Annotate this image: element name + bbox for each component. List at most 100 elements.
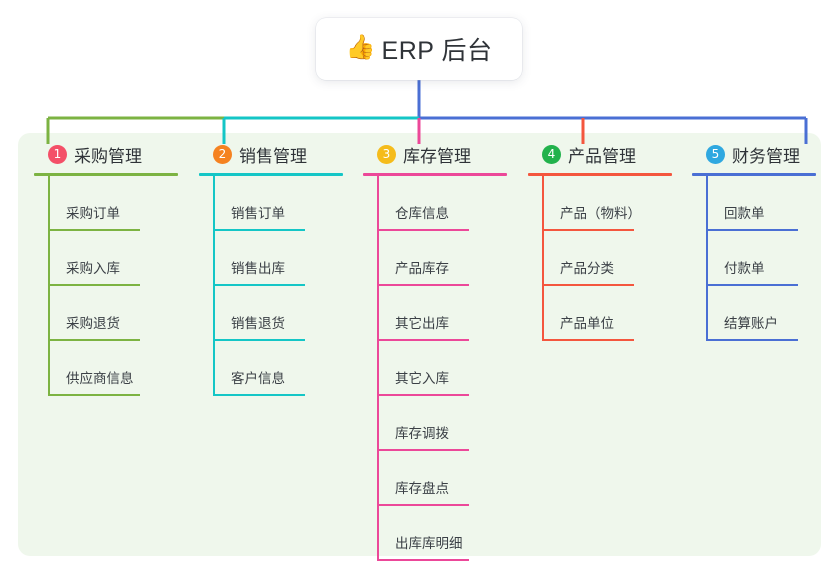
branch-item[interactable]: 产品库存 (363, 231, 513, 286)
branch-item[interactable]: 产品单位 (528, 286, 678, 341)
branch-item-list: 产品（物料） 产品分类产品单位 (528, 176, 678, 341)
branch-index-badge: 4 (542, 144, 561, 164)
branch-item-underline (48, 284, 140, 286)
branch-item[interactable]: 结算账户 (692, 286, 822, 341)
branch-item-underline (542, 284, 634, 286)
branch-item-label: 结算账户 (724, 316, 778, 331)
branch-underline (199, 173, 343, 176)
branch-column: 2 销售管理销售订单销售出库销售退货客户信息 (199, 141, 349, 396)
branch-item-label: 产品库存 (395, 261, 449, 276)
branch-item-label: 库存调拨 (395, 426, 449, 441)
branch-column: 4 产品管理产品（物料） 产品分类产品单位 (528, 141, 678, 341)
branch-item[interactable]: 采购入库 (34, 231, 184, 286)
branch-item[interactable]: 销售退货 (199, 286, 349, 341)
branch-item-list: 回款单付款单结算账户 (692, 176, 822, 341)
branches-panel (18, 133, 821, 556)
branch-title: 产品管理 (568, 146, 636, 166)
branch-item-label: 采购退货 (66, 316, 120, 331)
branch-item[interactable]: 库存盘点 (363, 451, 513, 506)
branch-index-badge: 3 (377, 144, 396, 164)
branch-item-label: 其它入库 (395, 371, 449, 386)
branch-item-label: 产品分类 (560, 261, 614, 276)
branch-title: 销售管理 (239, 146, 307, 166)
branch-underline (692, 173, 816, 176)
branch-title: 财务管理 (732, 146, 800, 166)
branch-item-underline (377, 559, 469, 561)
branch-item[interactable]: 客户信息 (199, 341, 349, 396)
branch-item-underline (706, 284, 798, 286)
branch-item[interactable]: 供应商信息 (34, 341, 184, 396)
branch-item[interactable]: 产品分类 (528, 231, 678, 286)
branch-item-label: 采购入库 (66, 261, 120, 276)
branch-item-underline (706, 339, 798, 341)
branch-item-underline (542, 229, 634, 231)
branch-item[interactable]: 其它出库 (363, 286, 513, 341)
branch-item-underline (48, 229, 140, 231)
branch-item[interactable]: 产品（物料） (528, 176, 678, 231)
branch-item-underline (213, 394, 305, 396)
branch-spine (542, 176, 544, 341)
branch-item-underline (213, 339, 305, 341)
branch-item-label: 产品单位 (560, 316, 614, 331)
branch-item-underline (377, 504, 469, 506)
branch-item[interactable]: 其它入库 (363, 341, 513, 396)
branch-item-underline (213, 284, 305, 286)
branch-item-label: 仓库信息 (395, 206, 449, 221)
branch-underline (34, 173, 178, 176)
branch-item-underline (377, 339, 469, 341)
branch-index-badge: 1 (48, 144, 67, 164)
branch-item-list: 仓库信息产品库存其它出库其它入库库存调拨库存盘点出库库明细 (363, 176, 513, 561)
branch-item-label: 库存盘点 (395, 481, 449, 496)
branch-item-label: 其它出库 (395, 316, 449, 331)
branch-spine (706, 176, 708, 341)
branch-underline (363, 173, 507, 176)
branch-item[interactable]: 采购订单 (34, 176, 184, 231)
branch-item-label: 采购订单 (66, 206, 120, 221)
branch-item[interactable]: 销售出库 (199, 231, 349, 286)
branch-item-label: 供应商信息 (66, 371, 134, 386)
branch-title: 采购管理 (74, 146, 142, 166)
branch-column: 5 财务管理回款单付款单结算账户 (692, 141, 822, 341)
branch-header[interactable]: 5 财务管理 (692, 141, 822, 167)
branch-item-label: 出库库明细 (395, 536, 463, 551)
branch-item[interactable]: 出库库明细 (363, 506, 513, 561)
branch-index-badge: 2 (213, 144, 232, 164)
branch-item-underline (213, 229, 305, 231)
branch-item-label: 付款单 (724, 261, 765, 276)
root-node[interactable]: 👍 ERP 后台 (316, 18, 522, 80)
branch-item-label: 销售退货 (231, 316, 285, 331)
branch-item[interactable]: 付款单 (692, 231, 822, 286)
branch-item[interactable]: 采购退货 (34, 286, 184, 341)
branch-item-underline (48, 339, 140, 341)
branch-header[interactable]: 1 采购管理 (34, 141, 184, 167)
branch-index-badge: 5 (706, 144, 725, 164)
branch-item[interactable]: 仓库信息 (363, 176, 513, 231)
branch-underline (528, 173, 672, 176)
branch-item[interactable]: 回款单 (692, 176, 822, 231)
branch-item-underline (706, 229, 798, 231)
branch-item[interactable]: 库存调拨 (363, 396, 513, 451)
branch-header[interactable]: 2 销售管理 (199, 141, 349, 167)
branch-item-label: 销售出库 (231, 261, 285, 276)
branch-spine (377, 176, 379, 561)
branch-item[interactable]: 销售订单 (199, 176, 349, 231)
branch-spine (48, 176, 50, 396)
branch-item-underline (377, 449, 469, 451)
branch-item-underline (48, 394, 140, 396)
branch-item-list: 采购订单采购入库采购退货供应商信息 (34, 176, 184, 396)
root-title: ERP 后台 (381, 37, 493, 65)
branch-item-underline (377, 284, 469, 286)
branch-spine (213, 176, 215, 396)
branch-item-underline (377, 229, 469, 231)
branch-item-label: 回款单 (724, 206, 765, 221)
branch-item-list: 销售订单销售出库销售退货客户信息 (199, 176, 349, 396)
branch-item-label: 客户信息 (231, 371, 285, 386)
thumbs-up-icon: 👍 (345, 34, 376, 61)
branch-column: 1 采购管理采购订单采购入库采购退货供应商信息 (34, 141, 184, 396)
branch-item-label: 销售订单 (231, 206, 285, 221)
branch-header[interactable]: 4 产品管理 (528, 141, 678, 167)
branch-item-underline (542, 339, 634, 341)
